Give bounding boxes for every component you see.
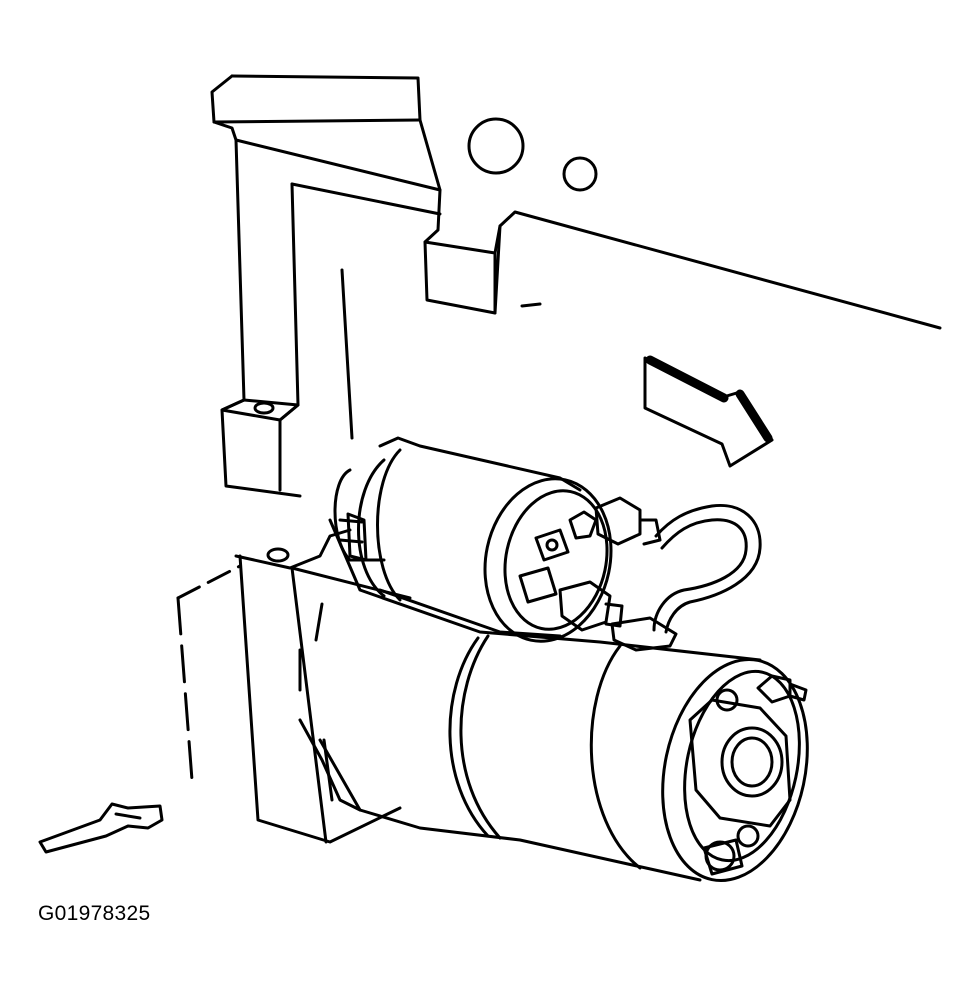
motor-band-1: [461, 636, 500, 838]
bolt-head: [717, 690, 737, 710]
solenoid-body-bottom: [380, 590, 560, 636]
mount-tab-outline: [348, 514, 366, 560]
bolt-tip: [790, 684, 806, 700]
block-hole-small: [564, 158, 596, 190]
mount-plate-outline: [236, 530, 350, 568]
bracket-line-mid: [342, 270, 352, 438]
terminal-stud: [640, 520, 660, 544]
solenoid-cap-inner: [493, 481, 620, 639]
block-upper-lip: [212, 76, 236, 140]
bracket-foot-hole: [255, 403, 273, 413]
motor-end-cap: [643, 646, 827, 894]
bracket-arm-left: [222, 140, 300, 496]
front-direction-arrow: [645, 358, 772, 466]
end-cap-bearing-outer: [722, 728, 782, 796]
block-tab-tick: [522, 304, 540, 306]
motor-housing-drive-end: [300, 720, 360, 810]
strap-cable-inner: [654, 520, 746, 630]
solenoid-rear: [378, 450, 401, 600]
terminal-s: [536, 530, 568, 560]
block-hole-large: [469, 119, 523, 173]
starter-mount-plate: [236, 530, 410, 842]
starter-motor: [300, 520, 827, 894]
mount-plate-hole: [268, 549, 288, 561]
motor-housing-top: [330, 520, 760, 660]
strap-cable-outer: [656, 505, 760, 632]
guide-line-top: [178, 566, 240, 598]
terminal-lug: [570, 512, 596, 538]
arrow-shade-top: [650, 360, 724, 398]
bracket-arm-inner: [280, 184, 298, 490]
end-cap-bearing-inner: [732, 738, 772, 786]
solenoid-strap-cable: [612, 505, 760, 650]
block-outline: [232, 76, 940, 328]
solenoid-body-top: [380, 438, 580, 490]
engine-block: [212, 76, 940, 496]
bolt-washer: [738, 826, 758, 846]
mount-tab: [348, 514, 366, 560]
solenoid-rear-2: [359, 460, 385, 596]
motor-housing-bottom: [320, 740, 700, 880]
shim-slot: [116, 814, 140, 818]
shim-outline: [40, 804, 162, 852]
terminal-s-hole: [547, 540, 557, 550]
mount-plate-side: [292, 568, 326, 842]
bracket-arm-right: [292, 184, 440, 214]
bolt-nut: [758, 676, 790, 702]
motor-band-3: [591, 646, 640, 868]
terminal-bracket: [520, 568, 556, 602]
shim-spacer: [40, 804, 162, 852]
arrow-shade-head: [740, 394, 768, 438]
solenoid-plunger-rings: [340, 520, 362, 542]
bracket-foot: [222, 400, 298, 420]
alignment-guide: [178, 566, 240, 780]
motor-band-2: [450, 638, 488, 836]
block-inner-edge: [214, 120, 420, 122]
bolt-nut: [704, 840, 742, 874]
solenoid-plunger-end: [335, 470, 384, 560]
guide-line-vertical: [178, 598, 192, 780]
end-cap-plate: [690, 700, 790, 826]
motor-end-cap-inner: [668, 661, 816, 872]
terminal-nut: [596, 498, 640, 544]
figure-id-label: G01978325: [38, 902, 151, 925]
end-cap-bolt-top: [717, 676, 806, 710]
end-cap-bolt-bottom: [704, 826, 758, 874]
solenoid-cap: [470, 467, 625, 653]
starter-solenoid: [335, 438, 660, 653]
strap-terminal: [612, 618, 676, 650]
block-top-face: [236, 140, 440, 190]
terminal-nut: [560, 582, 610, 630]
solenoid-terminal-battery: [570, 498, 660, 544]
mount-plate-body: [240, 556, 400, 842]
solenoid-terminal-small: [536, 530, 568, 560]
block-tab: [425, 226, 500, 313]
